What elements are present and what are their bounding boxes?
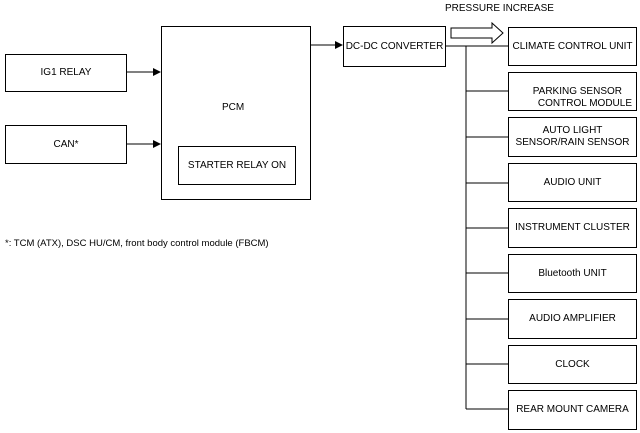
parking-sensor-label-line1: PARKING SENSOR — [532, 86, 622, 97]
footnote: *: TCM (ATX), DSC HU/CM, front body cont… — [5, 238, 269, 249]
starter-relay-label: STARTER RELAY ON — [187, 159, 287, 171]
audio-unit-box: AUDIO UNIT — [508, 163, 637, 202]
audio-unit-label: AUDIO UNIT — [543, 176, 602, 188]
bluetooth-unit-label: Bluetooth UNIT — [538, 267, 607, 279]
bluetooth-unit-box: Bluetooth UNIT — [508, 254, 637, 293]
rear-mount-camera-box: REAR MOUNT CAMERA — [508, 390, 637, 430]
ig1-relay-box: IG1 RELAY — [5, 54, 127, 92]
pressure-increase-label: PRESSURE INCREASE — [445, 3, 554, 14]
pcm-title: PCM — [222, 102, 245, 113]
dc-dc-converter-box: DC-DC CONVERTER — [343, 26, 446, 67]
parking-sensor-label-line2: CONTROL MODULE — [537, 98, 632, 109]
audio-amplifier-label: AUDIO AMPLIFIER — [529, 313, 616, 324]
auto-light-label-line2: SENSOR/RAIN SENSOR — [515, 137, 630, 148]
clock-box: CLOCK — [508, 345, 637, 384]
audio-amplifier-box: AUDIO AMPLIFIER — [508, 299, 637, 339]
instrument-cluster-label: INSTRUMENT CLUSTER — [515, 222, 630, 233]
clock-label: CLOCK — [555, 358, 590, 370]
climate-control-unit-label: CLIMATE CONTROL UNIT — [512, 40, 633, 52]
auto-light-sensor-box: AUTO LIGHT SENSOR/RAIN SENSOR — [508, 117, 637, 157]
can-label: CAN* — [53, 138, 79, 150]
pressure-increase-arrow — [450, 21, 504, 45]
parking-sensor-box: PARKING SENSOR CONTROL MODULE — [508, 72, 637, 111]
starter-relay-box: STARTER RELAY ON — [178, 146, 296, 185]
can-box: CAN* — [5, 125, 127, 164]
dc-dc-converter-label: DC-DC CONVERTER — [345, 40, 444, 52]
rear-mount-camera-label: REAR MOUNT CAMERA — [516, 404, 629, 415]
ig1-relay-label: IG1 RELAY — [40, 67, 92, 78]
instrument-cluster-box: INSTRUMENT CLUSTER — [508, 208, 637, 248]
climate-control-unit-box: CLIMATE CONTROL UNIT — [508, 27, 637, 66]
auto-light-label-line1: AUTO LIGHT — [542, 125, 603, 136]
